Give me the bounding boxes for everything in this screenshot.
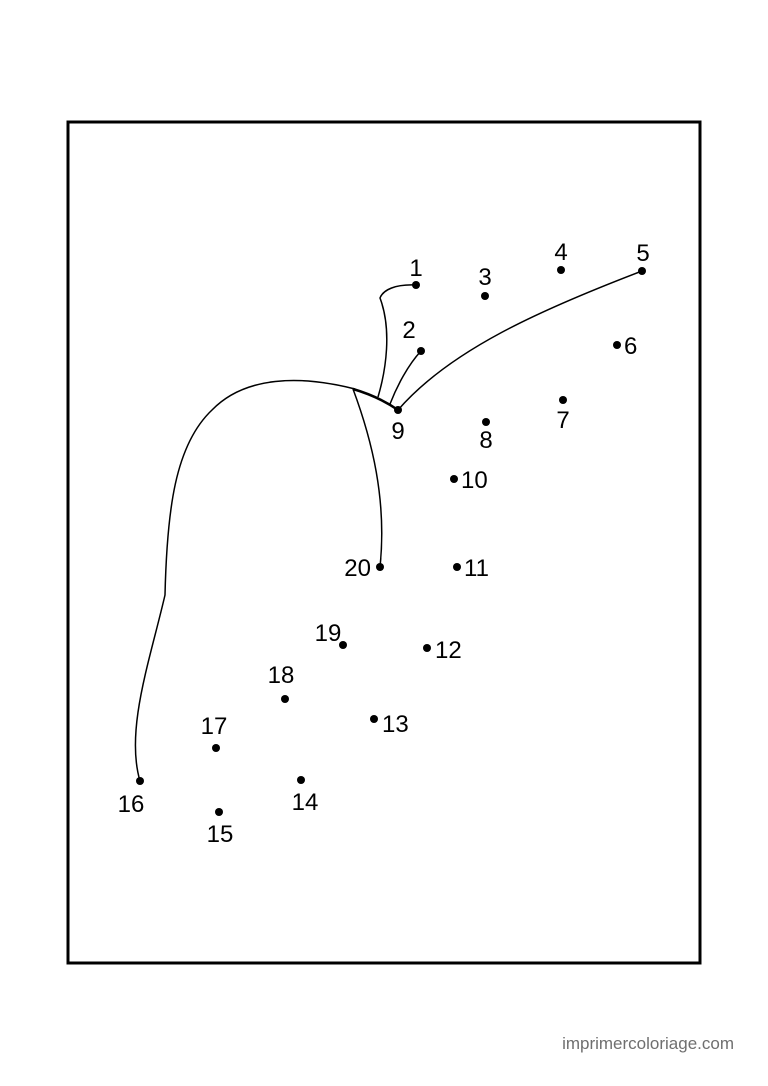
dot-marker bbox=[281, 695, 289, 703]
dot-5: 5 bbox=[636, 240, 650, 275]
dot-number-label: 16 bbox=[118, 791, 145, 818]
dot-number-label: 19 bbox=[315, 620, 342, 647]
dot-11: 11 bbox=[453, 555, 489, 582]
dot-number-label: 14 bbox=[292, 789, 319, 816]
dot-number-label: 18 bbox=[268, 662, 295, 689]
dot-16: 16 bbox=[118, 777, 145, 818]
dot-number-label: 11 bbox=[464, 555, 489, 582]
dot-number-label: 17 bbox=[201, 713, 228, 740]
stem-line bbox=[377, 284, 417, 398]
dot-14: 14 bbox=[292, 776, 319, 816]
dot-marker bbox=[453, 563, 461, 571]
dot-10: 10 bbox=[450, 467, 488, 494]
dot-18: 18 bbox=[268, 662, 295, 703]
dot-marker bbox=[376, 563, 384, 571]
dot-marker bbox=[215, 808, 223, 816]
dot-number-label: 6 bbox=[624, 333, 637, 360]
dot-7: 7 bbox=[556, 396, 570, 434]
dot-number-label: 13 bbox=[382, 711, 409, 738]
dot-19: 19 bbox=[315, 620, 347, 649]
inner-curve bbox=[352, 388, 383, 568]
dot-number-label: 3 bbox=[478, 264, 491, 291]
dot-2: 2 bbox=[402, 317, 425, 355]
dot-9: 9 bbox=[391, 406, 405, 445]
dot-number-label: 5 bbox=[636, 240, 649, 267]
second-stem-line bbox=[389, 350, 422, 405]
site-credit: imprimercoloriage.com bbox=[562, 1034, 734, 1053]
dot-4: 4 bbox=[554, 239, 568, 274]
dot-number-label: 15 bbox=[207, 821, 234, 848]
dot-12: 12 bbox=[423, 637, 462, 664]
dot-marker bbox=[412, 281, 420, 289]
dot-marker bbox=[212, 744, 220, 752]
dot-marker bbox=[559, 396, 567, 404]
dot-number-label: 9 bbox=[391, 418, 404, 445]
dot-20: 20 bbox=[344, 555, 384, 582]
dot-marker bbox=[417, 347, 425, 355]
dot-number-label: 1 bbox=[409, 255, 422, 282]
leaf-line bbox=[397, 270, 643, 411]
dot-8: 8 bbox=[479, 418, 493, 454]
dot-marker bbox=[423, 644, 431, 652]
dot-number-label: 2 bbox=[402, 317, 415, 344]
dot-1: 1 bbox=[409, 255, 423, 289]
dot-marker bbox=[394, 406, 402, 414]
dot-17: 17 bbox=[201, 713, 228, 752]
dot-number-label: 12 bbox=[435, 637, 462, 664]
dot-marker bbox=[481, 292, 489, 300]
dot-marker bbox=[450, 475, 458, 483]
dot-marker bbox=[613, 341, 621, 349]
dot-marker bbox=[136, 777, 144, 785]
dot-marker bbox=[297, 776, 305, 784]
dot-marker bbox=[339, 641, 347, 649]
dot-3: 3 bbox=[478, 264, 492, 300]
dot-marker bbox=[638, 267, 646, 275]
dot-marker bbox=[557, 266, 565, 274]
guide-lines bbox=[134, 270, 643, 782]
dot-marker bbox=[370, 715, 378, 723]
dot-number-label: 4 bbox=[554, 239, 567, 266]
dot-6: 6 bbox=[613, 333, 637, 360]
dot-number-label: 7 bbox=[556, 407, 569, 434]
page-frame bbox=[66, 120, 702, 965]
dot-marker bbox=[482, 418, 490, 426]
dot-number-label: 10 bbox=[461, 467, 488, 494]
dot-number-label: 20 bbox=[344, 555, 371, 582]
dot-13: 13 bbox=[370, 711, 409, 738]
dot-number-label: 8 bbox=[479, 427, 492, 454]
dot-15: 15 bbox=[207, 808, 234, 848]
outline-curve bbox=[134, 379, 356, 782]
